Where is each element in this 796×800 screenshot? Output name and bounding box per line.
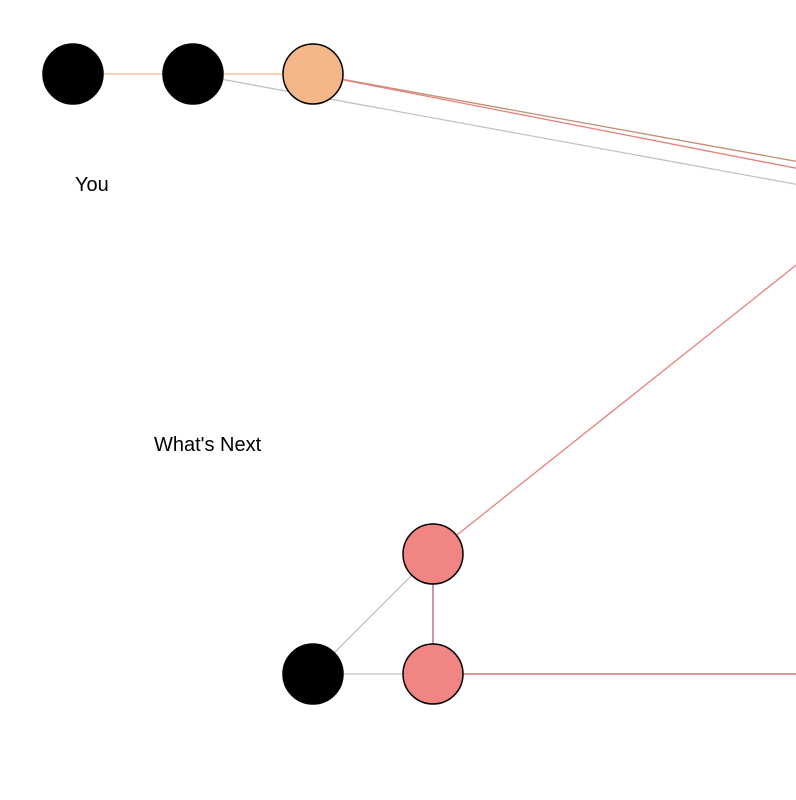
edge-n2-offscreen-gray — [192, 73, 796, 185]
label-whats-next: What's Next — [154, 434, 262, 456]
edge-n3-offscreen-brown — [312, 73, 796, 162]
nodes-layer — [42, 43, 464, 705]
node-n3[interactable] — [282, 43, 344, 105]
label-you: You — [75, 174, 109, 196]
edge-n3-offscreen-salmon — [312, 73, 796, 169]
node-n1[interactable] — [42, 43, 104, 105]
node-n4[interactable] — [402, 523, 464, 585]
node-n5[interactable] — [282, 643, 344, 705]
node-n2[interactable] — [162, 43, 224, 105]
edge-n4-offscreen-salmon — [432, 264, 796, 555]
node-n6[interactable] — [402, 643, 464, 705]
